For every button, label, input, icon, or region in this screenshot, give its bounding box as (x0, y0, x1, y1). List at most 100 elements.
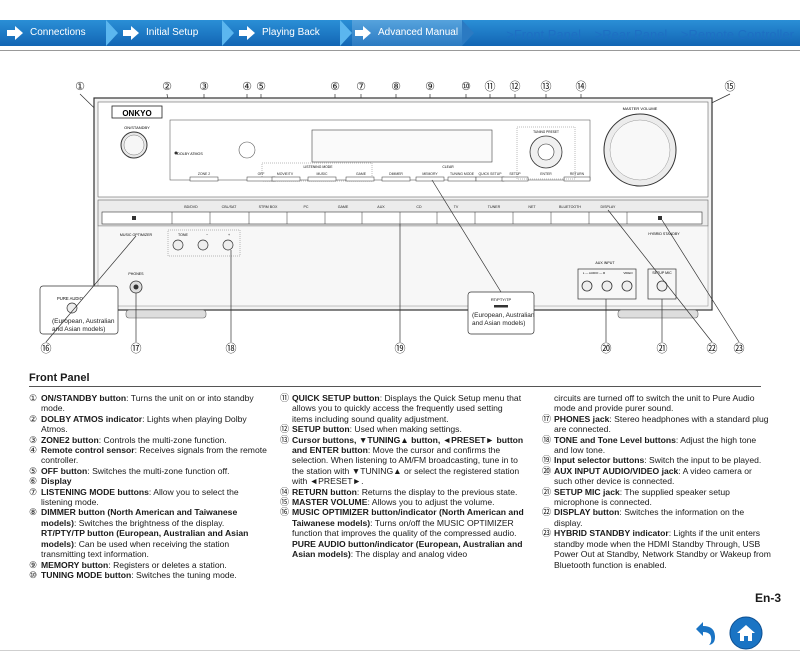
input-label-display: DISPLAY (601, 205, 617, 209)
item-number: ① (29, 393, 38, 403)
item-text: : Lights if the unit enters standby mode… (554, 528, 771, 570)
item-text: : Receives signals from the remote contr… (41, 445, 267, 466)
btn-label-quick-setup: QUICK SETUP (479, 172, 503, 176)
btn-label-enter: ENTER (540, 172, 552, 176)
input-label-game: GAME (338, 205, 349, 209)
back-button[interactable] (690, 618, 720, 648)
callout-4: ④ (242, 81, 252, 93)
item-number: ⑫ (280, 424, 290, 435)
item-number: ⑩ (29, 569, 38, 580)
item-text: circuits are turned off to switch the un… (554, 393, 755, 414)
item-number: ⑲ (542, 455, 552, 466)
callout-14: ⑭ (576, 80, 587, 93)
item-text: : Turns the unit on or into standby mode… (41, 393, 254, 414)
link-front-panel[interactable]: >Front Panel (506, 27, 582, 42)
callout-1: ① (75, 81, 85, 93)
item-text: : The supplied speaker setup microphone … (554, 486, 730, 508)
setup-mic-label: SETUP MIC (652, 271, 672, 275)
aux-video-label: VIDEO (623, 271, 633, 275)
item-number: ③ (29, 434, 38, 445)
rt-pty-tp-label: RT/PTY/TP (491, 297, 512, 302)
tab-connections[interactable]: Connections (0, 20, 118, 46)
master-volume-label: MASTER VOLUME (623, 106, 658, 111)
description-item: circuits are turned off to switch the un… (542, 393, 772, 414)
item-text: : Switches the information on the displa… (554, 507, 745, 528)
item-number: ㉓ (542, 528, 552, 539)
input-label-strm-box: STRM BOX (259, 205, 278, 209)
tone-label: TONE (178, 233, 189, 237)
item-title: MASTER VOLUME (292, 497, 368, 508)
link-rear-panel[interactable]: >Rear Panel (594, 27, 668, 42)
music-optimizer-label: MUSIC OPTIMIZER (120, 233, 153, 237)
callout-9: ⑨ (425, 81, 435, 93)
btn-label-setup: SETUP (509, 172, 521, 176)
item-number: ⑤ (29, 465, 38, 476)
callout-6: ⑥ (330, 81, 340, 93)
btn-label-return: RETURN (570, 172, 585, 176)
tab-label: Playing Back (262, 27, 320, 38)
item-text: : Controls the multi-zone function. (98, 434, 227, 445)
item-number: ㉑ (542, 486, 552, 497)
item-text: : Turns on/off the MUSIC OPTIMIZER funct… (292, 517, 517, 539)
link-remote-controller[interactable]: >Remote Controller (680, 27, 794, 42)
home-button[interactable] (729, 616, 763, 650)
item-number: ⑰ (542, 413, 552, 424)
arrow-right-icon (7, 26, 23, 40)
callout-22: ㉒ (707, 342, 718, 355)
item-title: LISTENING MODE buttons (41, 486, 149, 497)
item-title: DOLBY ATMOS indicator (41, 413, 143, 424)
item-title: ZONE2 button (41, 434, 99, 445)
arrow-right-icon (239, 26, 255, 40)
item-text: : Switches the multi-zone function off. (87, 465, 230, 476)
callout-16: ⑯ (41, 342, 52, 355)
item-text: : Returns the display to the previous st… (356, 486, 518, 497)
item-title: RETURN button (292, 486, 357, 497)
item-number: ② (29, 413, 38, 424)
callout-3: ③ (199, 81, 209, 93)
btn-label-off: OFF (258, 172, 265, 176)
item-text: : Stereo headphones with a standard plug… (554, 413, 769, 435)
tab-separator (106, 20, 118, 46)
clear-label: CLEAR (442, 165, 454, 169)
item-text: : A video camera or such other device is… (554, 465, 752, 487)
item-number: ⑱ (542, 434, 552, 445)
tab-initial-setup[interactable]: Initial Setup (116, 20, 234, 46)
item-title: MUSIC OPTIMIZER button/indicator (North … (292, 507, 524, 528)
tab-advanced-manual[interactable]: Advanced Manual (348, 20, 464, 46)
item-title: HYBRID STANDBY indicator (554, 528, 669, 539)
tab-separator (462, 20, 474, 46)
item-number: ⑥ (29, 476, 38, 487)
item-title: SETUP MIC jack (554, 486, 620, 497)
footer-divider (0, 650, 800, 651)
item-title: RT/PTY/TP button (European, Australian a… (41, 528, 249, 549)
back-arrow-icon (696, 622, 715, 645)
description-item: RT/PTY/TP button (European, Australian a… (29, 528, 267, 559)
item-title: PHONES jack (554, 413, 610, 424)
aux-audio-label: L — AUDIO — R (583, 271, 606, 275)
item-text: : Allow you to select the listening mode… (41, 486, 239, 508)
tab-label: Connections (30, 27, 86, 38)
tab-playing-back[interactable]: Playing Back (232, 20, 352, 46)
header-divider (0, 50, 800, 51)
aux-input-label: AUX INPUT (595, 261, 615, 265)
item-number: ⑬ (280, 434, 290, 445)
callout-23: ㉓ (734, 342, 745, 355)
tab-label: Initial Setup (146, 27, 199, 38)
item-title: Display (41, 476, 72, 487)
home-icon (729, 616, 763, 650)
item-text: : Allows you to adjust the volume. (367, 497, 495, 508)
pure-audio-label: PURE AUDIO (57, 296, 84, 301)
phones-label: PHONES (128, 272, 144, 276)
item-title: OFF button (41, 465, 88, 476)
